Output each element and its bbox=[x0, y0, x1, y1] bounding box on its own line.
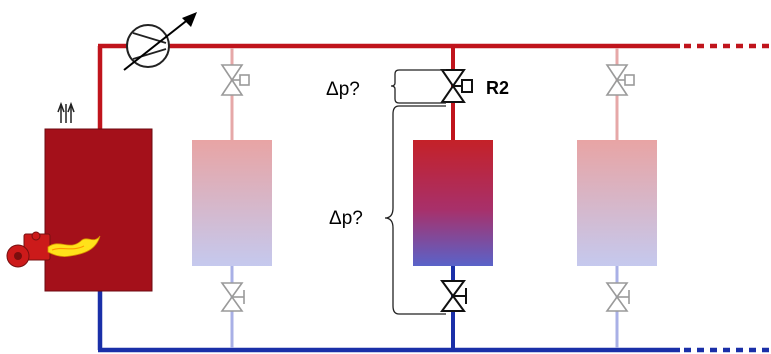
boiler-body bbox=[44, 128, 153, 292]
flue-gas-icon bbox=[57, 101, 75, 123]
burner-icon bbox=[6, 231, 101, 268]
radiator-1 bbox=[192, 140, 272, 266]
supply-pipe bbox=[97, 43, 770, 130]
branch-3 bbox=[577, 48, 657, 348]
dp-branch-bracket bbox=[384, 105, 446, 315]
branch-1 bbox=[192, 48, 272, 348]
valve-id-label: R2 bbox=[486, 78, 509, 98]
lockshield-valve-icon bbox=[440, 280, 467, 312]
dp-valve-bracket bbox=[390, 69, 446, 104]
two-way-valve-icon bbox=[605, 64, 635, 96]
radiator-3 bbox=[577, 140, 657, 266]
boiler bbox=[6, 101, 153, 292]
lockshield-valve-icon bbox=[605, 282, 630, 312]
two-way-valve-icon bbox=[220, 64, 250, 96]
lockshield-valve-icon bbox=[220, 282, 245, 312]
two-way-valve-icon bbox=[440, 69, 473, 103]
valve-actuator-icon bbox=[461, 79, 473, 93]
circulation-pump-icon bbox=[123, 12, 197, 71]
return-pipe bbox=[97, 290, 770, 353]
radiator-2 bbox=[413, 140, 493, 266]
dp-branch-label: Δp? bbox=[329, 208, 363, 229]
dp-valve-label: Δp? bbox=[326, 79, 360, 100]
branch-2 bbox=[413, 48, 493, 348]
